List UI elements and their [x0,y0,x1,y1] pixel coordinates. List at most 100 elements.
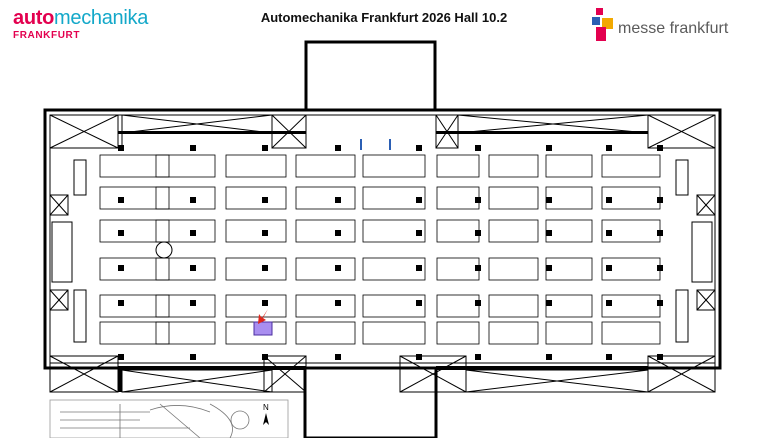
pillar [475,230,481,236]
entrance-marker-right [389,139,391,150]
booth-block-c[interactable] [295,219,356,243]
pillar [416,145,422,151]
booth-block-a[interactable] [545,154,593,178]
page-title: Automechanika Frankfurt 2026 Hall 10.2 [260,10,508,25]
booth-block-d[interactable] [362,257,426,281]
booth-block-f[interactable] [488,321,539,345]
hall-inner-outline [49,114,716,364]
pillar [416,230,422,236]
booth-block-d[interactable] [436,257,480,281]
pillar [416,300,422,306]
pillar [606,145,612,151]
booth-block-b[interactable] [362,186,426,210]
pillar [657,230,663,236]
booth-block-a[interactable] [295,154,356,178]
pillar-markers [118,145,663,360]
booth-block-f[interactable] [99,321,170,345]
booth-block-d[interactable] [295,257,356,281]
booth-block-c[interactable] [99,219,170,243]
booth-block-b[interactable] [545,186,593,210]
pillar [475,145,481,151]
pillar [262,230,268,236]
pillar [546,145,552,151]
pillar [475,197,481,203]
pillar [190,354,196,360]
booth-block-e[interactable] [225,294,287,318]
pillar [335,197,341,203]
booth-block-d[interactable] [545,257,593,281]
booth-block-b[interactable] [488,186,539,210]
entrance-marker-left [360,139,362,150]
pillar [416,197,422,203]
logo-mechanika-text: mechanika [54,7,149,29]
booth-block-a[interactable] [436,154,480,178]
booth-block-e[interactable] [362,294,426,318]
messe-frankfurt-logo: messe frankfurt [592,8,762,42]
pillar [606,300,612,306]
compass-label: N [263,403,269,412]
automechanika-logo: automechanika FRANKFURT [13,8,148,41]
messe-wordmark: messe frankfurt [618,20,729,37]
pillar [546,197,552,203]
booth-block-e[interactable] [99,294,170,318]
booth-block-c[interactable] [155,219,216,243]
booth-block-b[interactable] [155,186,216,210]
booth-block-e[interactable] [488,294,539,318]
booth-block-f[interactable] [545,321,593,345]
pillar [262,265,268,271]
pillar [118,300,124,306]
booth-block-a[interactable] [362,154,426,178]
pillar [657,265,663,271]
pillar [657,300,663,306]
pillar [546,230,552,236]
pillar [190,197,196,203]
booth-block-e[interactable] [155,294,216,318]
booth-block-a[interactable] [488,154,539,178]
pillar [262,354,268,360]
booth-block-e[interactable] [545,294,593,318]
compass-arrow-icon [263,413,269,425]
north-entrance-block [304,40,437,112]
booth-block-c[interactable] [225,219,287,243]
site-map-thumbnail [49,399,289,438]
booth-block-c[interactable] [362,219,426,243]
booth-block-f[interactable] [601,321,661,345]
pillar [190,230,196,236]
pillar [335,300,341,306]
pillar [657,145,663,151]
booth-block-c[interactable] [488,219,539,243]
booth-block-a[interactable] [155,154,216,178]
highlighted-booth[interactable] [253,321,273,336]
booth-block-d[interactable] [155,257,216,281]
booth-block-c[interactable] [436,219,480,243]
booth-block-b[interactable] [436,186,480,210]
pillar [475,300,481,306]
booth-grid [99,154,661,345]
pillar [335,354,341,360]
booth-block-c[interactable] [545,219,593,243]
booth-block-a[interactable] [99,154,170,178]
pillar [546,354,552,360]
booth-block-e[interactable] [295,294,356,318]
pillar [335,265,341,271]
booth-block-b[interactable] [295,186,356,210]
booth-block-b[interactable] [99,186,170,210]
booth-block-f[interactable] [362,321,426,345]
pillar [118,197,124,203]
booth-block-f[interactable] [155,321,216,345]
booth-block-d[interactable] [99,257,170,281]
booth-block-a[interactable] [225,154,287,178]
booth-block-d[interactable] [488,257,539,281]
booth-block-e[interactable] [436,294,480,318]
booth-block-d[interactable] [225,257,287,281]
booth-block-a[interactable] [601,154,661,178]
logo-city-text: FRANKFURT [13,30,81,41]
pillar [262,197,268,203]
booth-block-f[interactable] [295,321,356,345]
pillar [118,230,124,236]
pillar [546,265,552,271]
booth-block-f[interactable] [436,321,480,345]
booth-block-b[interactable] [225,186,287,210]
pillar [190,300,196,306]
pillar [416,265,422,271]
